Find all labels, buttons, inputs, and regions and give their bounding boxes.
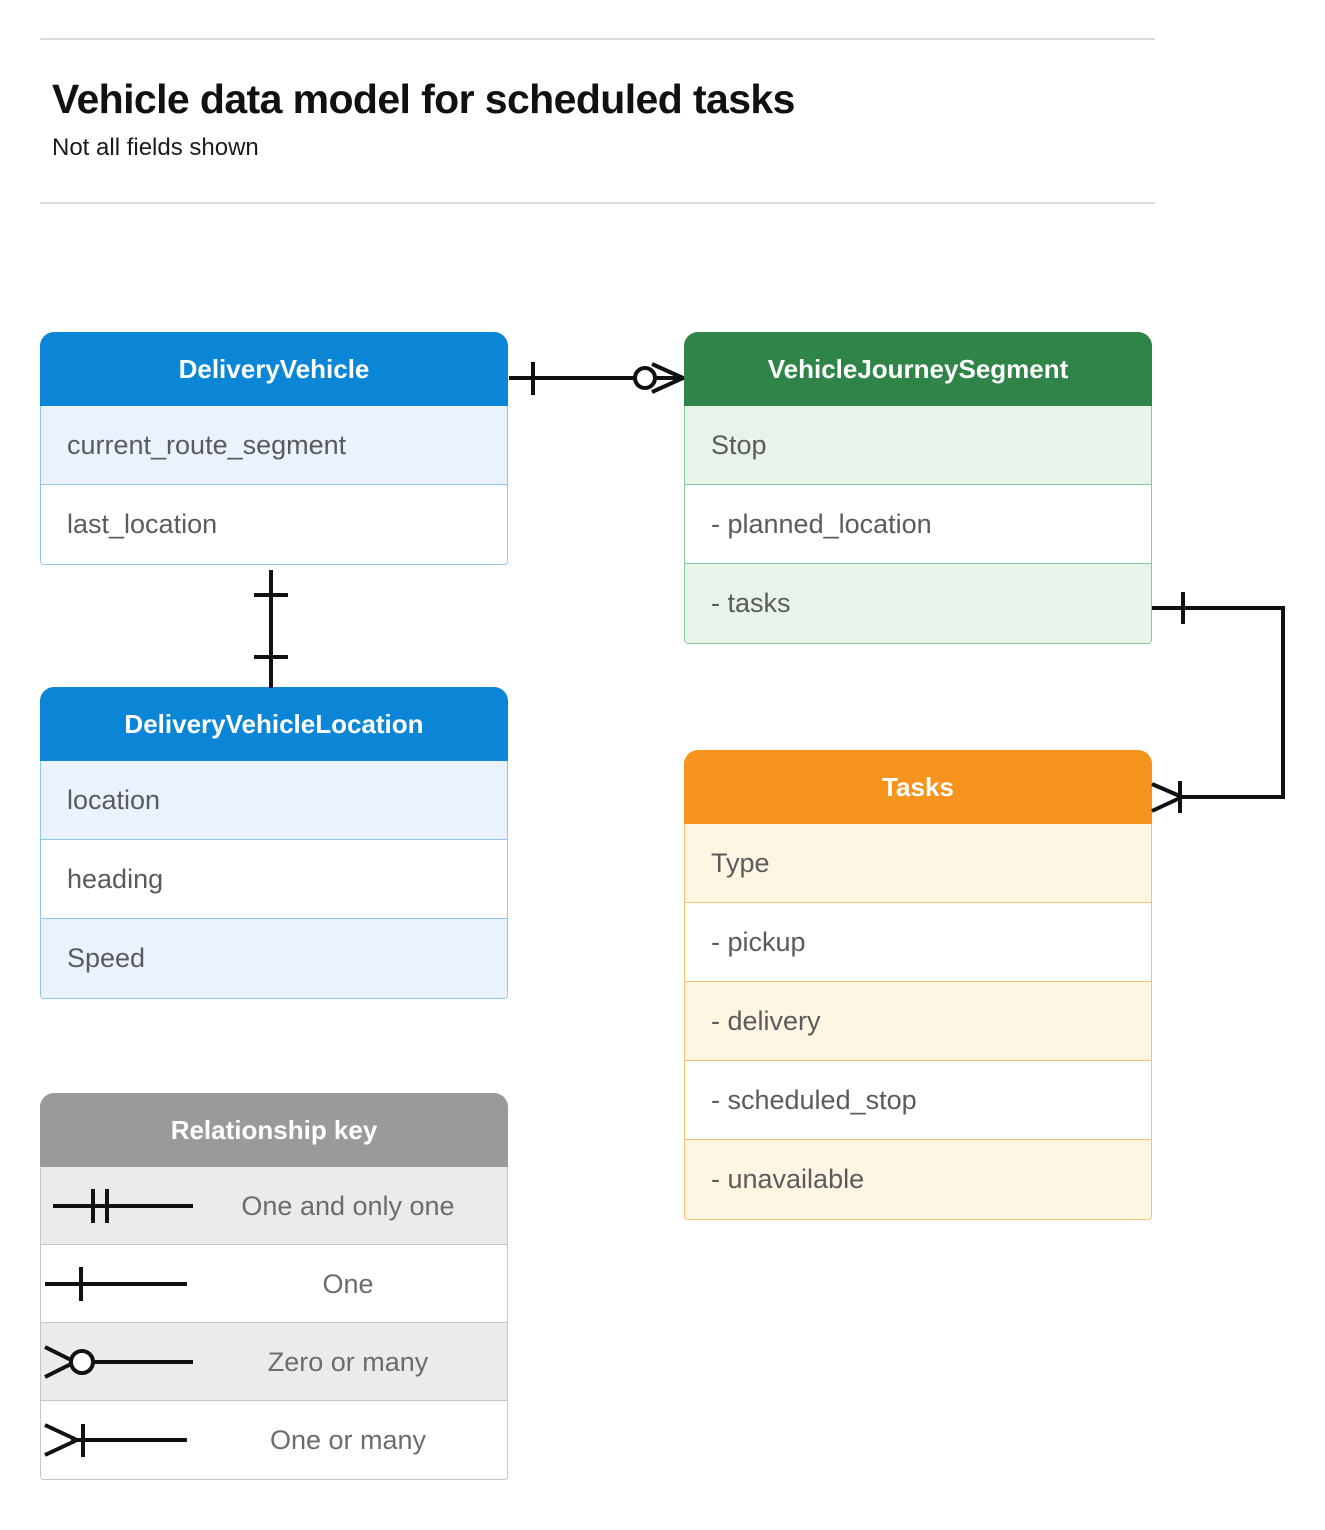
field-row: - unavailable	[685, 1140, 1151, 1219]
entity-fields-vehicle-journey-segment: Stop - planned_location - tasks	[684, 406, 1152, 644]
legend-item-label: Zero or many	[267, 1346, 429, 1377]
one-or-many-icon	[44, 1423, 187, 1457]
field-row: - tasks	[685, 564, 1151, 643]
entity-fields-delivery-vehicle-location: location heading Speed	[40, 761, 508, 999]
entity-fields-delivery-vehicle: current_route_segment last_location	[40, 406, 508, 565]
top-divider	[40, 38, 1155, 40]
entity-tasks[interactable]: Tasks Type - pickup - delivery - schedul…	[684, 750, 1152, 1220]
field-row: Type	[685, 824, 1151, 903]
legend-item-label: One or many	[269, 1425, 427, 1455]
legend-item-label: One	[322, 1268, 374, 1299]
connector-vehicle-to-journey-segment	[509, 362, 684, 395]
page-title: Vehicle data model for scheduled tasks	[52, 76, 795, 122]
entity-vehicle-journey-segment[interactable]: VehicleJourneySegment Stop - planned_loc…	[684, 332, 1152, 644]
entity-delivery-vehicle-location[interactable]: DeliveryVehicleLocation location heading…	[40, 687, 508, 999]
legend-item-one: One	[41, 1245, 507, 1323]
legend-item-one-or-many: One or many	[41, 1401, 507, 1479]
field-row: - pickup	[685, 903, 1151, 982]
legend-item-zero-or-many: Zero or many	[41, 1323, 507, 1401]
entity-title-tasks: Tasks	[684, 750, 1152, 824]
entity-fields-tasks: Type - pickup - delivery - scheduled_sto…	[684, 824, 1152, 1220]
connector-vehicle-to-location	[254, 570, 288, 688]
field-row: heading	[41, 840, 507, 919]
entity-title-delivery-vehicle-location: DeliveryVehicleLocation	[40, 687, 508, 761]
page-subtitle: Not all fields shown	[52, 134, 259, 161]
legend-rows: One and only one One Zero or many	[40, 1167, 508, 1480]
zero-or-many-icon	[44, 1344, 193, 1379]
one-and-only-one-icon	[53, 1188, 193, 1223]
entity-title-vehicle-journey-segment: VehicleJourneySegment	[684, 332, 1152, 406]
field-row: Speed	[41, 919, 507, 998]
field-row: - delivery	[685, 982, 1151, 1061]
connector-segment-tasks-to-tasks	[1151, 592, 1285, 813]
field-row: location	[41, 761, 507, 840]
entity-delivery-vehicle[interactable]: DeliveryVehicle current_route_segment la…	[40, 332, 508, 565]
legend-title: Relationship key	[40, 1093, 508, 1167]
field-row: - planned_location	[685, 485, 1151, 564]
legend-item-one-and-only-one: One and only one	[41, 1167, 507, 1245]
field-row: current_route_segment	[41, 406, 507, 485]
one-icon	[45, 1266, 187, 1301]
entity-title-delivery-vehicle: DeliveryVehicle	[40, 332, 508, 406]
relationship-key-legend[interactable]: Relationship key One and only one One	[40, 1093, 508, 1480]
legend-item-label: One and only one	[241, 1190, 455, 1221]
field-row: Stop	[685, 406, 1151, 485]
field-row: - scheduled_stop	[685, 1061, 1151, 1140]
bottom-divider	[40, 202, 1155, 204]
field-row: last_location	[41, 485, 507, 564]
